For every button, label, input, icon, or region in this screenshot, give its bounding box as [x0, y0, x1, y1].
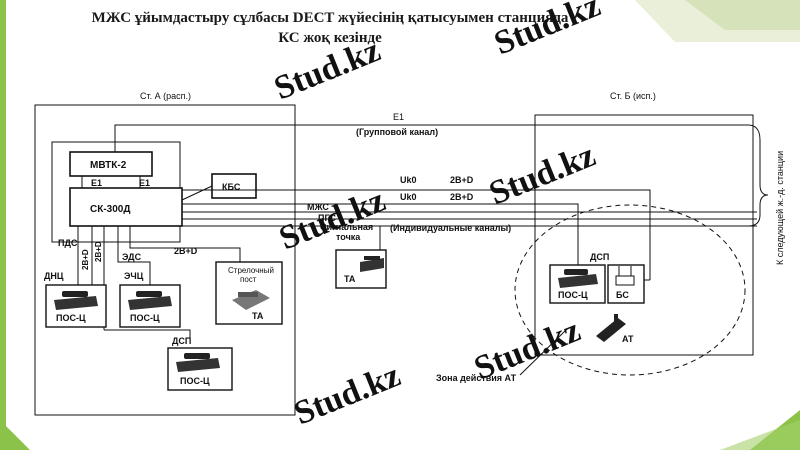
- dnc-phone-icon: [54, 291, 98, 310]
- watermark-1: Stud.kz: [269, 32, 385, 108]
- bs-label: БС: [616, 290, 629, 300]
- mobile-terminal-icon: [596, 314, 626, 342]
- kbs-label: КБС: [222, 182, 241, 192]
- dsp-b-label: ДСП: [590, 252, 609, 262]
- dsp-b-phone-icon: [558, 269, 598, 288]
- uk0-2-label: Uk0: [400, 192, 417, 202]
- pgs-label: ПГС: [318, 213, 336, 223]
- signal-point-line2: точка: [336, 232, 361, 242]
- b2d-dsp-label: 2В+D: [94, 241, 103, 262]
- e1-right-label: Е1: [139, 178, 150, 188]
- dsp-a-pos-label: ПОС-Ц: [180, 376, 210, 386]
- e1-channel-label: Е1: [393, 112, 404, 122]
- uk0-1-label: Uk0: [400, 175, 417, 185]
- group-channel-label: (Групповой канал): [356, 127, 438, 137]
- uk0-line-2: [182, 203, 579, 265]
- sk300d-label: СК-300Д: [90, 204, 130, 215]
- station-b-label: Ст. Б (исп.): [610, 91, 656, 101]
- at-label: АТ: [622, 334, 634, 344]
- dnc-label: ДНЦ: [44, 271, 64, 281]
- e1-left-label: Е1: [91, 178, 102, 188]
- strel-line1: Стрелочный: [228, 266, 274, 275]
- b2d-1-label: 2В+D: [450, 175, 474, 185]
- station-a-label: Ст. А (расп.): [140, 91, 191, 101]
- pds-label: ПДС: [58, 238, 78, 248]
- bottom-left-decoration: [0, 420, 30, 450]
- dnc-pos-label: ПОС-Ц: [56, 313, 86, 323]
- next-stations-label: К следующей ж.-д. станции: [775, 151, 785, 265]
- uk0-line-1: [182, 189, 651, 280]
- left-accent-bar: [0, 0, 6, 450]
- next-station-bracket: [747, 124, 769, 227]
- corner-decoration: [635, 0, 800, 42]
- title-line-2: КС жоқ кезінде: [278, 30, 382, 46]
- strel-phone-icon: [232, 290, 270, 310]
- sk300d-box: [69, 187, 183, 227]
- base-station-icon: [615, 266, 635, 286]
- b2d-strel-label: 2В+D: [174, 246, 198, 256]
- slide-title: МЖС ұйымдастыру сұлбасы DECT жүйесінің қ…: [40, 8, 620, 48]
- watermark-4: Stud.kz: [484, 137, 600, 213]
- mvtk-box: [69, 151, 153, 177]
- individual-channels-label: (Индивидуальные каналы): [390, 223, 511, 233]
- b2d-2-label: 2В+D: [450, 192, 474, 202]
- mvtk-label: МВТК-2: [90, 160, 127, 171]
- dsp-a-label: ДСП: [172, 336, 191, 346]
- e1-group-line: [114, 124, 748, 152]
- echc-phone-icon: [128, 291, 172, 310]
- eds-label: ЭДС: [122, 252, 142, 262]
- watermark-5: Stud.kz: [289, 357, 405, 433]
- zone-label: Зона действия АТ: [436, 373, 517, 383]
- signal-point-line1: Сигнальная: [320, 222, 373, 232]
- bottom-right-decoration: [720, 410, 800, 450]
- strel-line2: пост: [240, 275, 257, 284]
- title-line-1: МЖС ұйымдастыру сұлбасы DECT жүйесінің қ…: [91, 10, 569, 26]
- signal-ta-label: ТА: [344, 274, 356, 284]
- at-zone-ellipse: [514, 204, 746, 376]
- dsp-b-pos-label: ПОС-Ц: [558, 290, 588, 300]
- echc-pos-label: ПОС-Ц: [130, 313, 160, 323]
- watermark-2: Stud.kz: [489, 0, 605, 62]
- mzhs-label: МЖС: [307, 202, 329, 212]
- station-b-frame: [534, 114, 754, 356]
- bs-box: [607, 264, 645, 304]
- b2d-dnc-label: 2В+D: [81, 249, 90, 270]
- dsp-a-phone-icon: [176, 353, 220, 372]
- station-a-frame: [34, 104, 296, 416]
- strel-ta-label: ТА: [252, 311, 264, 321]
- kbs-box: [211, 173, 257, 199]
- signal-ta-phone-icon: [360, 256, 384, 272]
- echc-label: ЭЧЦ: [124, 271, 144, 281]
